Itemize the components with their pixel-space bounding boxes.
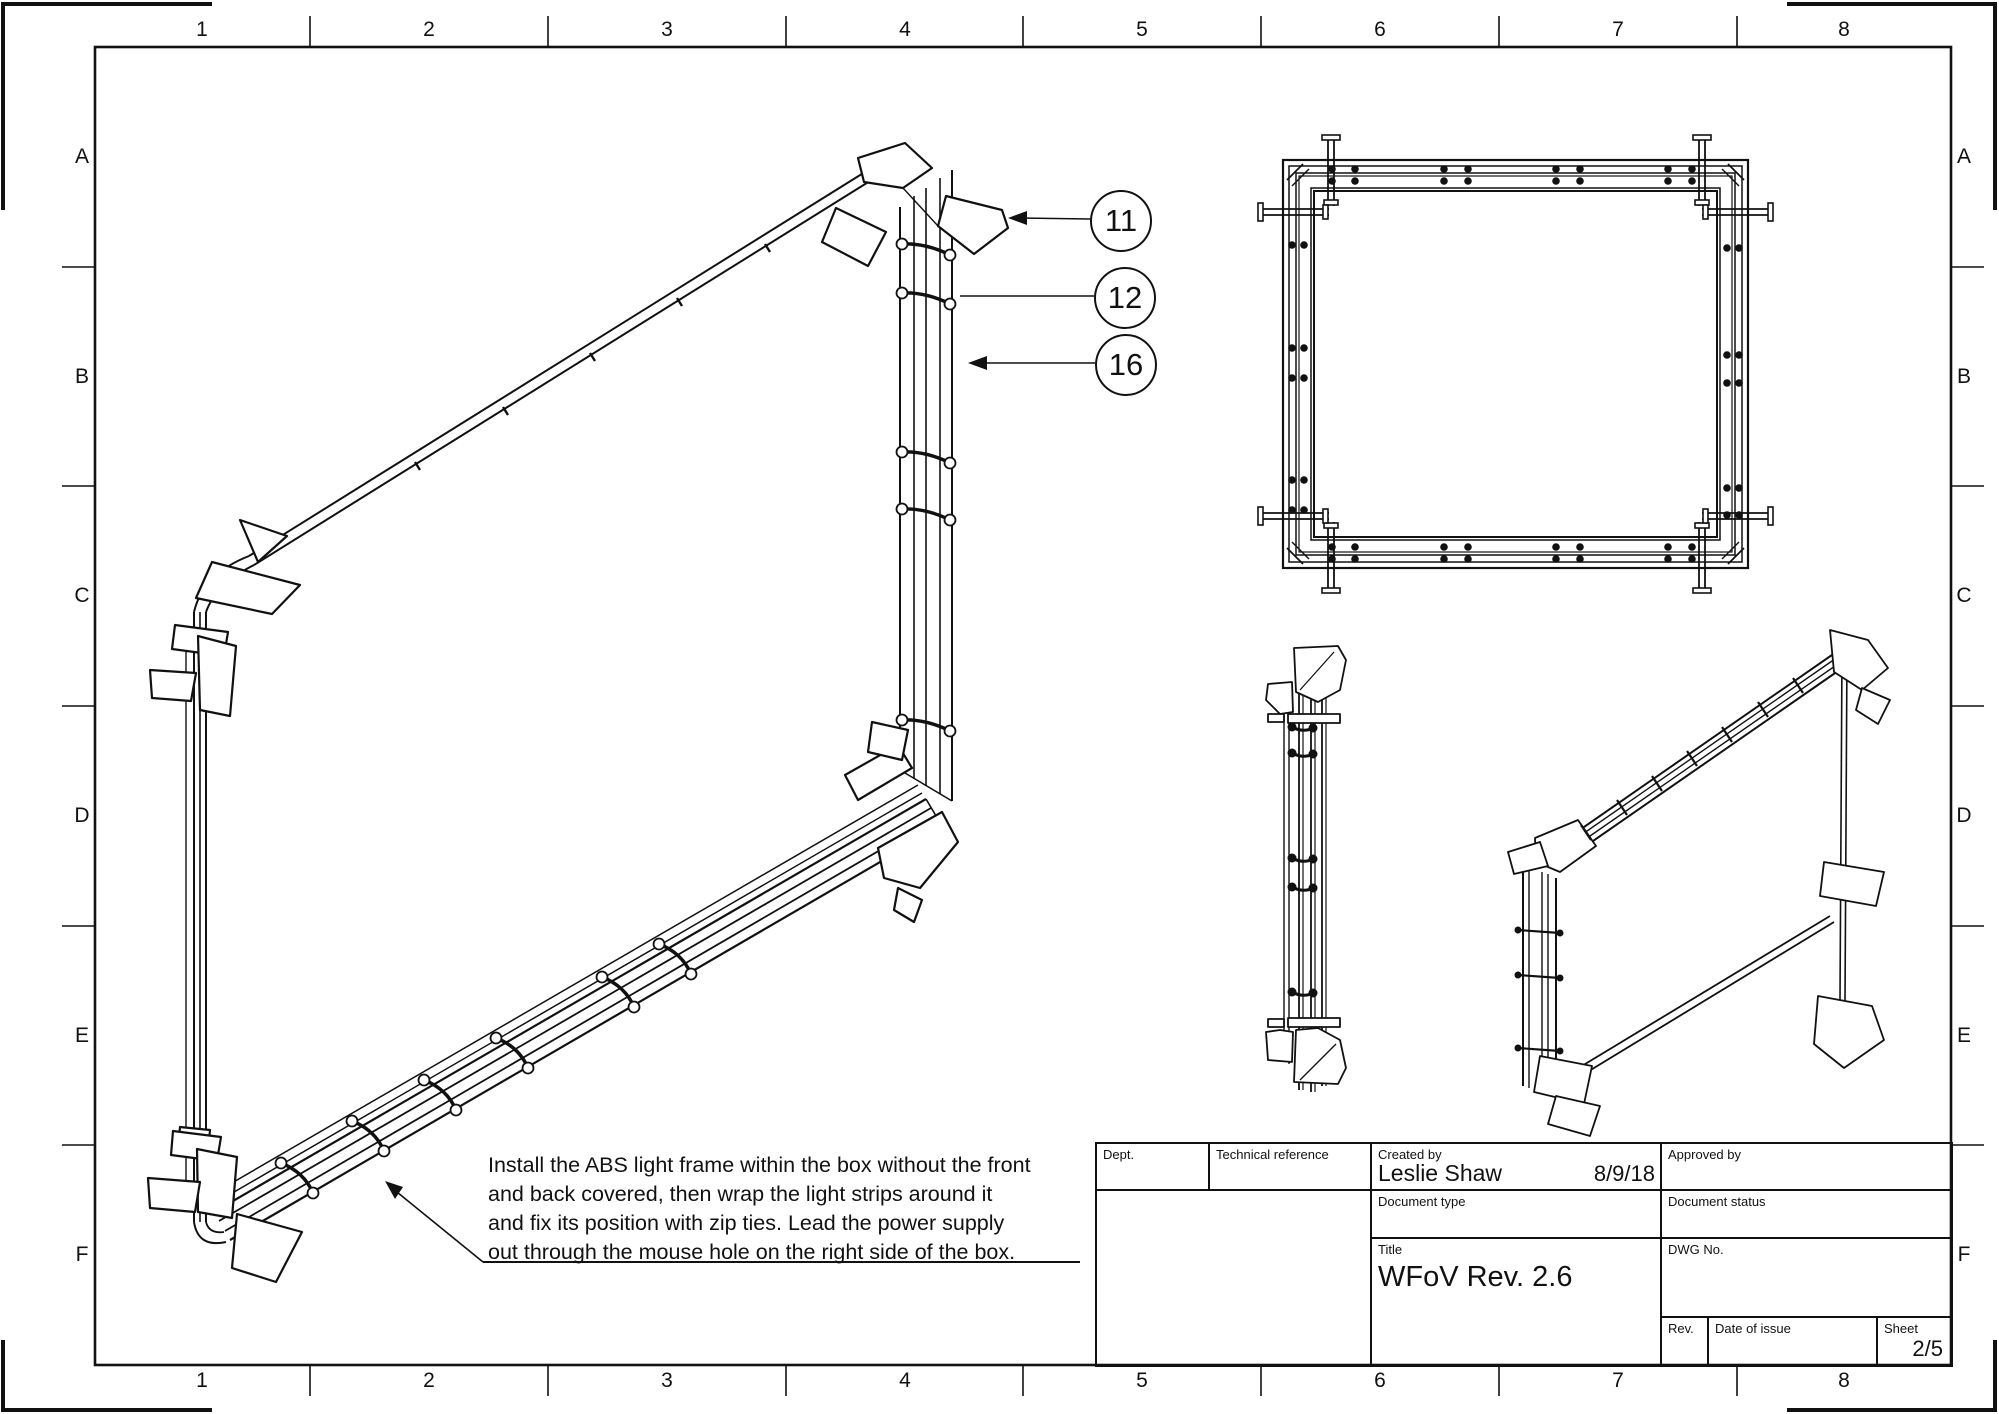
note-line: and fix its position with zip ties. Lead…: [488, 1211, 1005, 1235]
title-value: WFoV Rev. 2.6: [1378, 1261, 1573, 1293]
isometric-view-main: [146, 141, 1010, 1284]
grid-column-label-top: 8: [1838, 18, 1850, 41]
titleblock-created-by-cell: Created by Leslie Shaw 8/9/18: [1370, 1142, 1662, 1191]
grid-row-label-right: B: [1956, 365, 1972, 388]
title-label: Title: [1378, 1242, 1403, 1257]
grid-column-label-bottom: 6: [1374, 1369, 1386, 1392]
grid-row-label-left: E: [74, 1024, 90, 1047]
grid-ticks: [62, 16, 1984, 1396]
grid-column-label-top: 2: [423, 18, 435, 41]
date-of-issue-label: Date of issue: [1715, 1321, 1791, 1336]
grid-row-label-left: B: [74, 365, 90, 388]
zip-ties-main: [274, 237, 957, 1200]
tie-ticks-small-view: [1514, 677, 1804, 1055]
grid-column-label-top: 3: [661, 18, 673, 41]
titleblock-sheet-cell: Sheet 2/5: [1876, 1316, 1953, 1367]
callout-label: 11: [1104, 203, 1138, 238]
titleblock-approved-by-cell: Approved by: [1660, 1142, 1953, 1191]
note-line: out through the mouse hole on the right …: [488, 1240, 1016, 1264]
grid-row-label-left: D: [74, 804, 90, 827]
rev-label: Rev.: [1668, 1321, 1694, 1336]
side-view-frame: [1265, 645, 1347, 1092]
installation-note: Install the ABS light frame within the b…: [488, 1151, 1108, 1267]
sheet-label: Sheet: [1884, 1321, 1918, 1336]
titleblock-document-status-cell: Document status: [1660, 1189, 1953, 1239]
approved-by-label: Approved by: [1668, 1147, 1741, 1162]
callout-balloon-16: 16: [1095, 334, 1157, 396]
grid-column-label-bottom: 7: [1612, 1369, 1624, 1392]
grid-row-label-right: C: [1956, 584, 1972, 607]
grid-column-label-top: 5: [1136, 18, 1148, 41]
titleblock-title-cell: Title WFoV Rev. 2.6: [1370, 1237, 1662, 1367]
titleblock-technical-reference-cell: Technical reference: [1208, 1142, 1372, 1191]
grid-column-label-top: 1: [196, 18, 208, 41]
grid-column-label-bottom: 5: [1136, 1369, 1148, 1392]
grid-column-label-bottom: 1: [196, 1369, 208, 1392]
titleblock-dwg-no-cell: DWG No.: [1660, 1237, 1953, 1318]
document-status-label: Document status: [1668, 1194, 1766, 1209]
created-by-label: Created by: [1378, 1147, 1442, 1162]
grid-column-label-bottom: 3: [661, 1369, 673, 1392]
grid-column-label-bottom: 8: [1838, 1369, 1850, 1392]
grid-row-label-right: A: [1956, 145, 1972, 168]
callout-balloon-12: 12: [1094, 267, 1156, 329]
titleblock-empty-cell: [1095, 1189, 1372, 1367]
plan-view-frame: [1257, 134, 1774, 594]
technical-reference-label: Technical reference: [1216, 1147, 1329, 1162]
titleblock-dept-cell: Dept.: [1095, 1142, 1210, 1191]
leader-arrowheads: [385, 211, 1027, 1199]
isometric-view-small: [1507, 629, 1891, 1137]
grid-row-label-right: E: [1956, 1024, 1972, 1047]
created-by-value: Leslie Shaw: [1378, 1160, 1503, 1186]
grid-column-label-top: 7: [1612, 18, 1624, 41]
callout-balloon-11: 11: [1090, 190, 1152, 252]
note-line: Install the ABS light frame within the b…: [488, 1153, 1031, 1177]
zip-ties-side: [1287, 722, 1318, 998]
grid-column-label-top: 4: [899, 18, 911, 41]
grid-row-label-right: D: [1956, 804, 1972, 827]
leader-lines: [391, 217, 1095, 1263]
dwg-no-label: DWG No.: [1668, 1242, 1724, 1257]
grid-row-label-left: F: [75, 1243, 89, 1266]
titleblock-rev-cell: Rev.: [1660, 1316, 1709, 1367]
created-date-value: 8/9/18: [1593, 1161, 1655, 1186]
callout-label: 16: [1108, 347, 1144, 382]
sheet-value: 2/5: [1912, 1336, 1943, 1361]
dept-label: Dept.: [1103, 1147, 1135, 1162]
grid-column-label-top: 6: [1374, 18, 1386, 41]
document-type-label: Document type: [1378, 1194, 1466, 1209]
titleblock-document-type-cell: Document type: [1370, 1189, 1662, 1239]
grid-column-label-bottom: 2: [423, 1369, 435, 1392]
titleblock-date-of-issue-cell: Date of issue: [1707, 1316, 1878, 1367]
grid-row-label-left: A: [74, 145, 90, 168]
note-line: and back covered, then wrap the light st…: [488, 1182, 993, 1206]
callout-label: 12: [1107, 280, 1143, 315]
grid-row-label-left: C: [74, 584, 90, 607]
grid-row-label-right: F: [1957, 1243, 1971, 1266]
grid-column-label-bottom: 4: [899, 1369, 911, 1392]
